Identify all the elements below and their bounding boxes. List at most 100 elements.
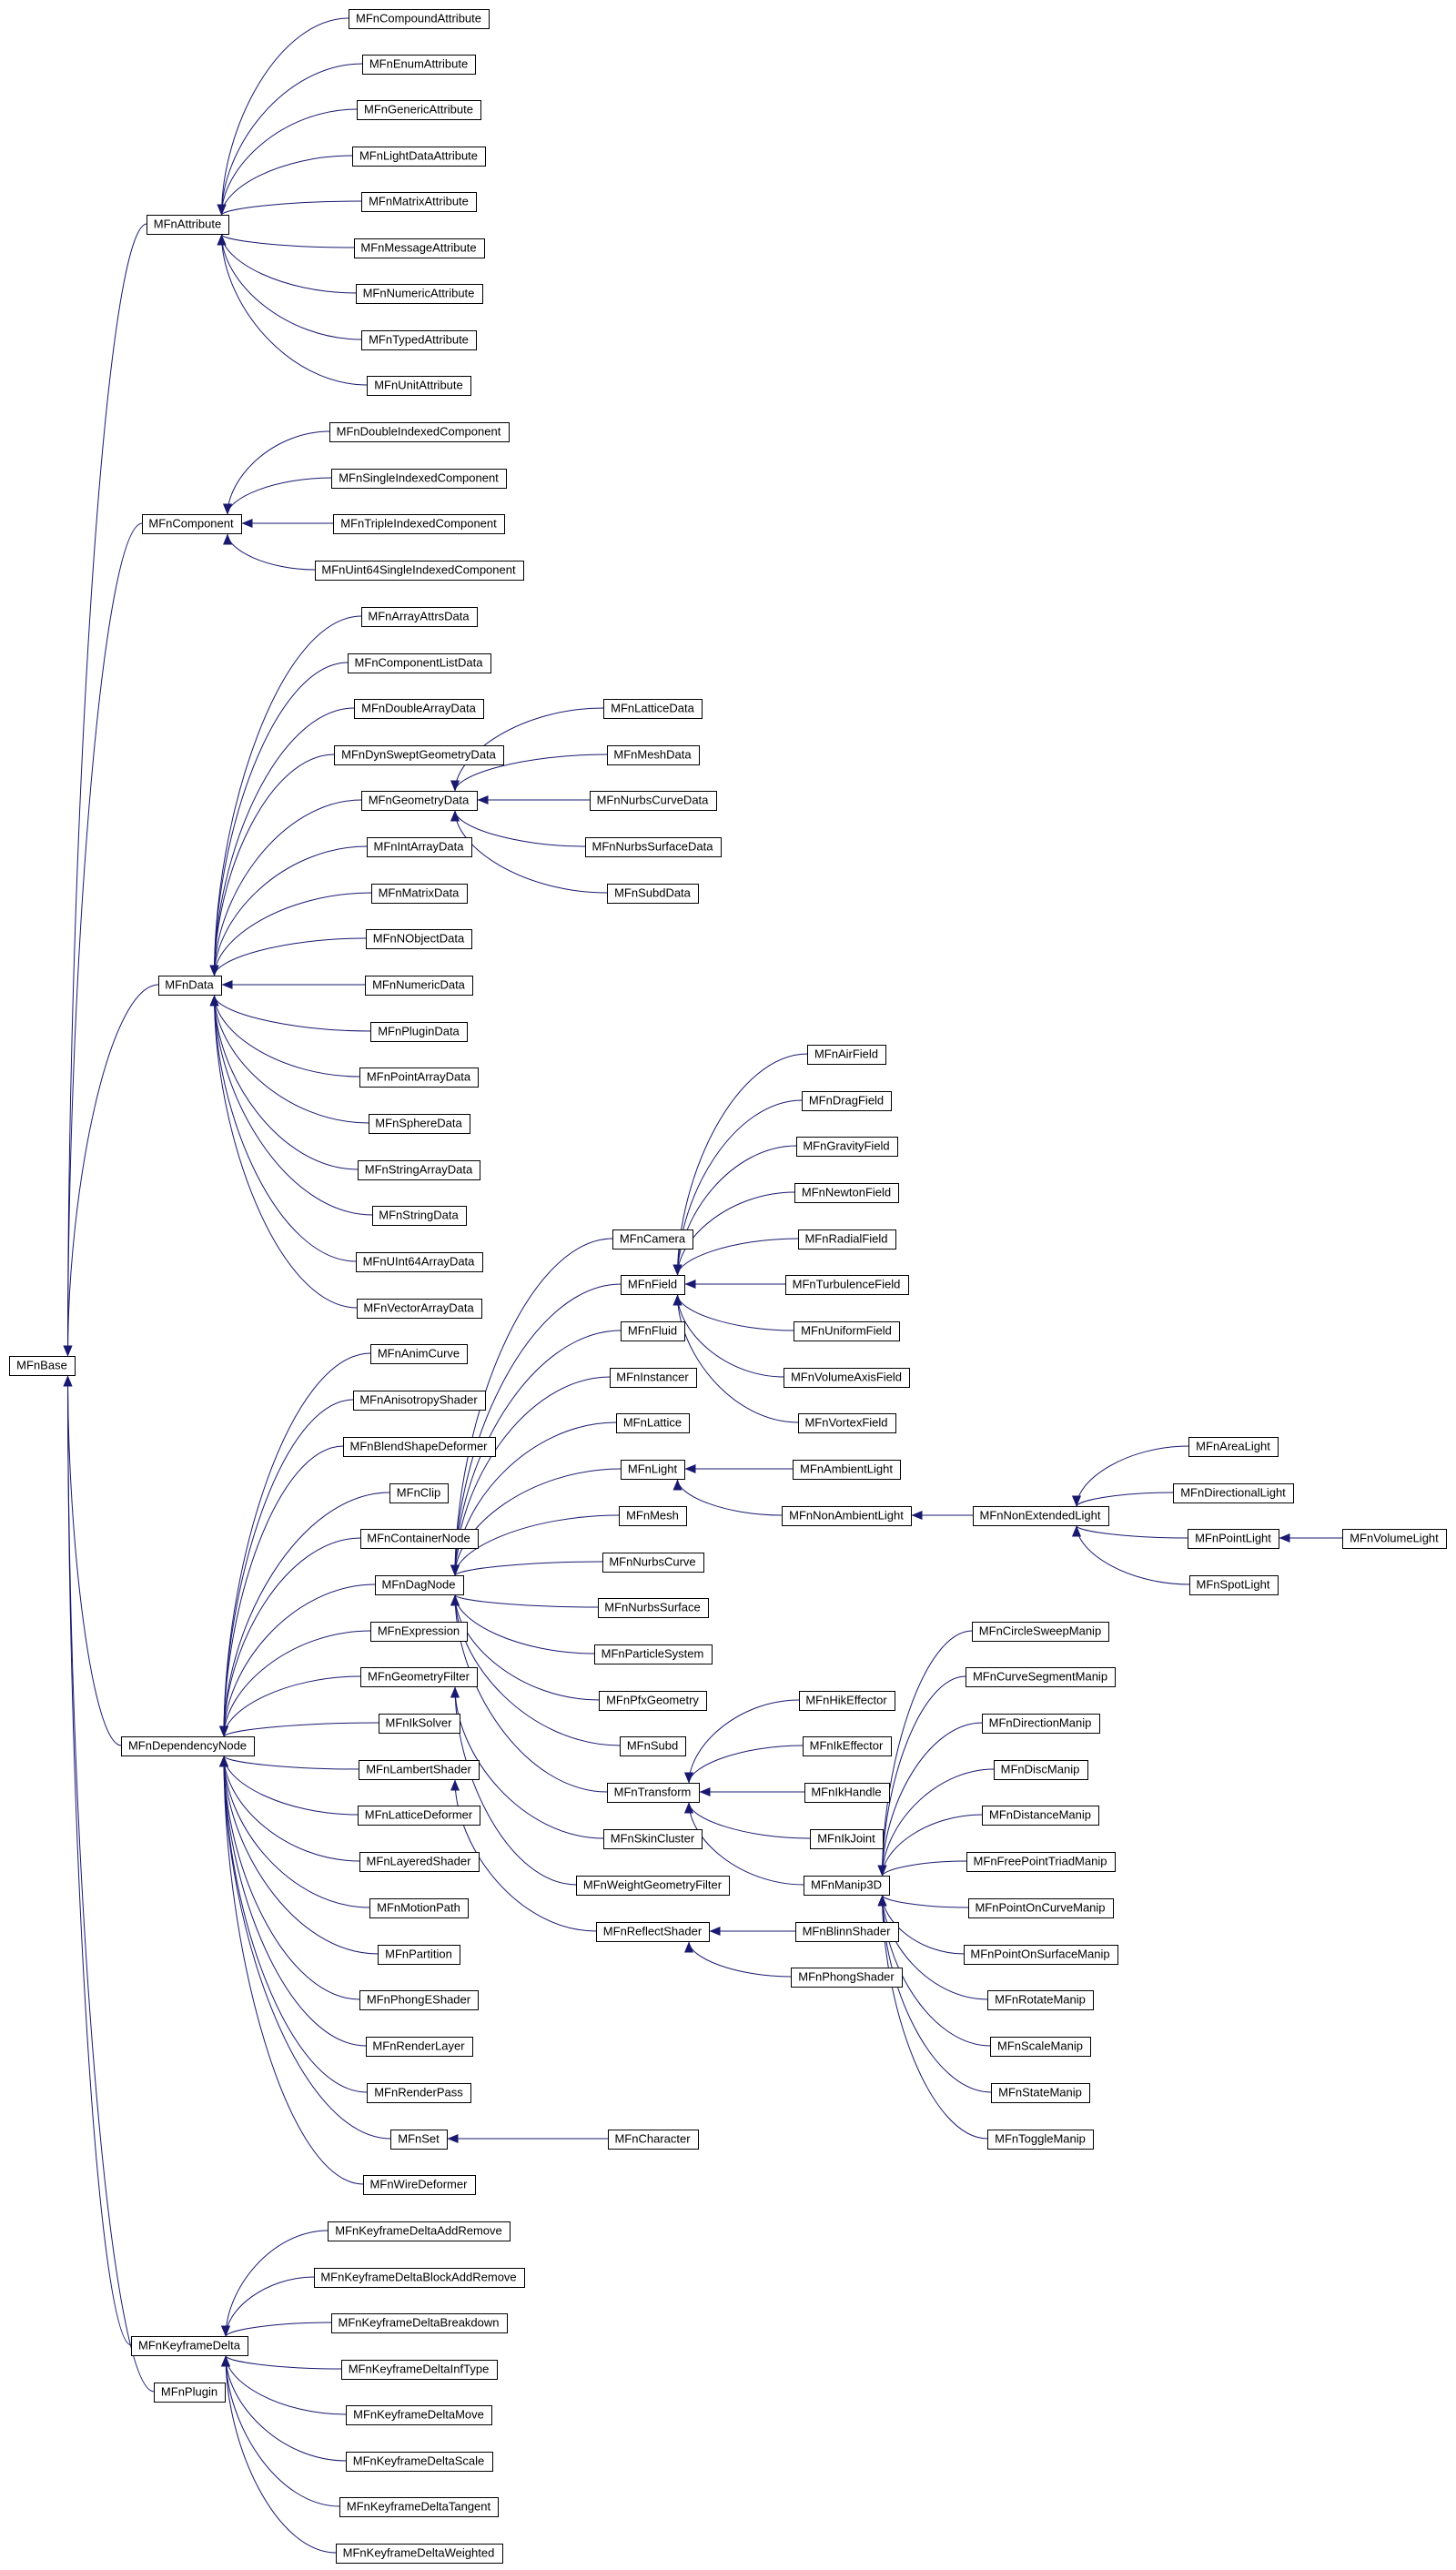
class-node-m-fn-anisotropy-shader[interactable]: MFnAnisotropyShader	[353, 1391, 486, 1411]
class-node-m-fn-geometry-filter[interactable]: MFnGeometryFilter	[360, 1667, 478, 1687]
class-node-m-fn-lattice[interactable]: MFnLattice	[616, 1413, 690, 1433]
class-node-m-fn-keyframe-delta-weighted[interactable]: MFnKeyframeDeltaWeighted	[336, 2544, 503, 2564]
class-node-m-fn-disc-manip[interactable]: MFnDiscManip	[994, 1760, 1088, 1780]
class-node-m-fn-point-light[interactable]: MFnPointLight	[1188, 1529, 1279, 1549]
class-node-m-fn-blinn-shader[interactable]: MFnBlinnShader	[795, 1922, 899, 1942]
class-node-m-fn-lattice-deformer[interactable]: MFnLatticeDeformer	[358, 1806, 480, 1826]
class-node-m-fn-radial-field[interactable]: MFnRadialField	[798, 1229, 896, 1250]
class-node-m-fn-sphere-data[interactable]: MFnSphereData	[369, 1114, 470, 1134]
class-node-m-fn-phong-e-shader[interactable]: MFnPhongEShader	[359, 1990, 479, 2010]
class-node-m-fn-keyframe-delta-block-add-remove[interactable]: MFnKeyframeDeltaBlockAddRemove	[314, 2268, 525, 2288]
class-node-m-fn-distance-manip[interactable]: MFnDistanceManip	[982, 1806, 1099, 1826]
class-node-m-fn-weight-geometry-filter[interactable]: MFnWeightGeometryFilter	[576, 1876, 730, 1896]
class-node-m-fn-lattice-data[interactable]: MFnLatticeData	[603, 699, 703, 719]
class-node-m-fn-component[interactable]: MFnComponent	[142, 514, 242, 534]
class-node-m-fn-phong-shader[interactable]: MFnPhongShader	[791, 1968, 903, 1988]
class-node-m-fn-rotate-manip[interactable]: MFnRotateManip	[987, 1990, 1094, 2010]
class-node-m-fn-pfx-geometry[interactable]: MFnPfxGeometry	[599, 1691, 707, 1711]
class-node-m-fn-subd-data[interactable]: MFnSubdData	[607, 884, 699, 904]
class-node-m-fn-toggle-manip[interactable]: MFnToggleManip	[987, 2130, 1094, 2150]
class-node-m-fn-uint64-single-indexed-component[interactable]: MFnUint64SingleIndexedComponent	[315, 561, 524, 581]
class-node-m-fn-ik-solver[interactable]: MFnIkSolver	[379, 1714, 460, 1734]
class-node-m-fn-keyframe-delta[interactable]: MFnKeyframeDelta	[131, 2336, 248, 2356]
class-node-m-fn-skin-cluster[interactable]: MFnSkinCluster	[603, 1829, 703, 1849]
class-node-m-fn-dag-node[interactable]: MFnDagNode	[375, 1575, 464, 1595]
class-node-m-fn-dependency-node[interactable]: MFnDependencyNode	[121, 1736, 255, 1756]
class-node-m-fn-partition[interactable]: MFnPartition	[378, 1945, 460, 1965]
class-node-m-fn-camera[interactable]: MFnCamera	[612, 1229, 693, 1250]
class-node-m-fn-drag-field[interactable]: MFnDragField	[802, 1091, 892, 1111]
class-node-m-fn-hik-effector[interactable]: MFnHikEffector	[799, 1691, 895, 1711]
class-node-m-fn-scale-manip[interactable]: MFnScaleManip	[990, 2037, 1091, 2057]
class-node-m-fn-numeric-attribute[interactable]: MFnNumericAttribute	[356, 284, 483, 304]
class-node-m-fn-lambert-shader[interactable]: MFnLambertShader	[359, 1760, 480, 1780]
class-node-m-fn-point-array-data[interactable]: MFnPointArrayData	[359, 1067, 479, 1088]
class-node-m-fn-area-light[interactable]: MFnAreaLight	[1188, 1437, 1279, 1457]
class-node-m-fn-transform[interactable]: MFnTransform	[607, 1783, 700, 1803]
class-node-m-fn-string-array-data[interactable]: MFnStringArrayData	[358, 1160, 480, 1180]
class-node-m-fn-volume-axis-field[interactable]: MFnVolumeAxisField	[784, 1368, 910, 1388]
class-node-m-fn-triple-indexed-component[interactable]: MFnTripleIndexedComponent	[333, 514, 505, 534]
class-node-m-fn-keyframe-delta-breakdown[interactable]: MFnKeyframeDeltaBreakdown	[331, 2313, 508, 2333]
class-node-m-fn-mesh-data[interactable]: MFnMeshData	[607, 745, 700, 765]
class-node-m-fn-directional-light[interactable]: MFnDirectionalLight	[1173, 1483, 1294, 1503]
class-node-m-fn-field[interactable]: MFnField	[621, 1275, 685, 1295]
class-node-m-fn-non-extended-light[interactable]: MFnNonExtendedLight	[973, 1506, 1109, 1526]
class-node-m-fn-geometry-data[interactable]: MFnGeometryData	[361, 791, 478, 811]
class-node-m-fn-layered-shader[interactable]: MFnLayeredShader	[359, 1852, 480, 1872]
class-node-m-fn-vortex-field[interactable]: MFnVortexField	[798, 1413, 896, 1433]
class-node-m-fn-numeric-data[interactable]: MFnNumericData	[365, 976, 473, 996]
class-node-m-fn-data[interactable]: MFnData	[158, 976, 222, 996]
class-node-m-fn-subd[interactable]: MFnSubd	[620, 1736, 686, 1756]
class-node-m-fn-matrix-data[interactable]: MFnMatrixData	[371, 884, 468, 904]
class-node-m-fn-attribute[interactable]: MFnAttribute	[147, 215, 229, 235]
class-node-m-fn-nurbs-curve[interactable]: MFnNurbsCurve	[602, 1553, 704, 1573]
class-node-m-fn-light-data-attribute[interactable]: MFnLightDataAttribute	[352, 147, 486, 167]
class-node-m-fn-light[interactable]: MFnLight	[621, 1460, 685, 1480]
class-node-m-fn-curve-segment-manip[interactable]: MFnCurveSegmentManip	[966, 1667, 1116, 1687]
class-node-m-fn-point-on-surface-manip[interactable]: MFnPointOnSurfaceManip	[964, 1945, 1118, 1965]
class-node-m-fn-keyframe-delta-move[interactable]: MFnKeyframeDeltaMove	[346, 2405, 492, 2425]
class-node-m-fn-air-field[interactable]: MFnAirField	[807, 1045, 886, 1065]
class-node-m-fn-message-attribute[interactable]: MFnMessageAttribute	[354, 238, 485, 258]
class-node-m-fn-gravity-field[interactable]: MFnGravityField	[796, 1137, 898, 1157]
class-node-m-fn-string-data[interactable]: MFnStringData	[372, 1206, 467, 1226]
class-node-m-fn-character[interactable]: MFnCharacter	[608, 2130, 699, 2150]
class-node-m-fn-manip3-d[interactable]: MFnManip3D	[804, 1876, 890, 1896]
class-node-m-fn-enum-attribute[interactable]: MFnEnumAttribute	[362, 55, 476, 75]
class-node-m-fn-fluid[interactable]: MFnFluid	[621, 1321, 685, 1341]
class-node-m-fn-ik-effector[interactable]: MFnIkEffector	[803, 1736, 892, 1756]
class-node-m-fn-compound-attribute[interactable]: MFnCompoundAttribute	[349, 9, 490, 29]
class-node-m-fn-ambient-light[interactable]: MFnAmbientLight	[793, 1460, 901, 1480]
class-node-m-fn-particle-system[interactable]: MFnParticleSystem	[594, 1644, 713, 1664]
class-node-m-fn-point-on-curve-manip[interactable]: MFnPointOnCurveManip	[968, 1898, 1114, 1918]
class-node-m-fn-free-point-triad-manip[interactable]: MFnFreePointTriadManip	[966, 1852, 1116, 1872]
class-node-m-fn-single-indexed-component[interactable]: MFnSingleIndexedComponent	[331, 469, 507, 489]
class-node-m-fn-wire-deformer[interactable]: MFnWireDeformer	[363, 2175, 476, 2195]
class-node-m-fn-double-array-data[interactable]: MFnDoubleArrayData	[354, 699, 484, 719]
class-node-m-fn-uniform-field[interactable]: MFnUniformField	[794, 1321, 900, 1341]
class-node-m-fn-double-indexed-component[interactable]: MFnDoubleIndexedComponent	[329, 422, 510, 442]
class-node-m-fn-render-pass[interactable]: MFnRenderPass	[367, 2083, 471, 2103]
class-node-m-fn-vector-array-data[interactable]: MFnVectorArrayData	[357, 1299, 482, 1319]
class-node-m-fn-keyframe-delta-tangent[interactable]: MFnKeyframeDeltaTangent	[339, 2497, 499, 2517]
class-node-m-fn-component-list-data[interactable]: MFnComponentListData	[348, 653, 491, 673]
class-node-m-fn-mesh[interactable]: MFnMesh	[619, 1506, 687, 1526]
class-node-m-fn-dyn-swept-geometry-data[interactable]: MFnDynSweptGeometryData	[334, 745, 504, 765]
class-node-m-fn-non-ambient-light[interactable]: MFnNonAmbientLight	[782, 1506, 912, 1526]
class-node-m-fn-render-layer[interactable]: MFnRenderLayer	[366, 2037, 473, 2057]
class-node-m-fn-generic-attribute[interactable]: MFnGenericAttribute	[357, 100, 481, 120]
class-node-m-fn-turbulence-field[interactable]: MFnTurbulenceField	[785, 1275, 909, 1295]
class-node-m-fn-base[interactable]: MFnBase	[9, 1356, 76, 1376]
class-node-m-fn-direction-manip[interactable]: MFnDirectionManip	[982, 1714, 1100, 1734]
class-node-m-fn-typed-attribute[interactable]: MFnTypedAttribute	[361, 330, 477, 350]
class-node-m-fn-plugin-data[interactable]: MFnPluginData	[370, 1022, 468, 1042]
class-node-m-fn-ik-joint[interactable]: MFnIkJoint	[810, 1829, 884, 1849]
class-node-m-fn-newton-field[interactable]: MFnNewtonField	[794, 1183, 899, 1203]
class-node-m-fn-set[interactable]: MFnSet	[390, 2130, 448, 2150]
class-node-m-fn-container-node[interactable]: MFnContainerNode	[360, 1529, 479, 1549]
class-node-m-fn-motion-path[interactable]: MFnMotionPath	[369, 1898, 469, 1918]
class-node-m-fn-anim-curve[interactable]: MFnAnimCurve	[370, 1344, 468, 1364]
class-node-m-fn-array-attrs-data[interactable]: MFnArrayAttrsData	[361, 607, 478, 627]
class-node-m-fn-spot-light[interactable]: MFnSpotLight	[1189, 1575, 1279, 1595]
